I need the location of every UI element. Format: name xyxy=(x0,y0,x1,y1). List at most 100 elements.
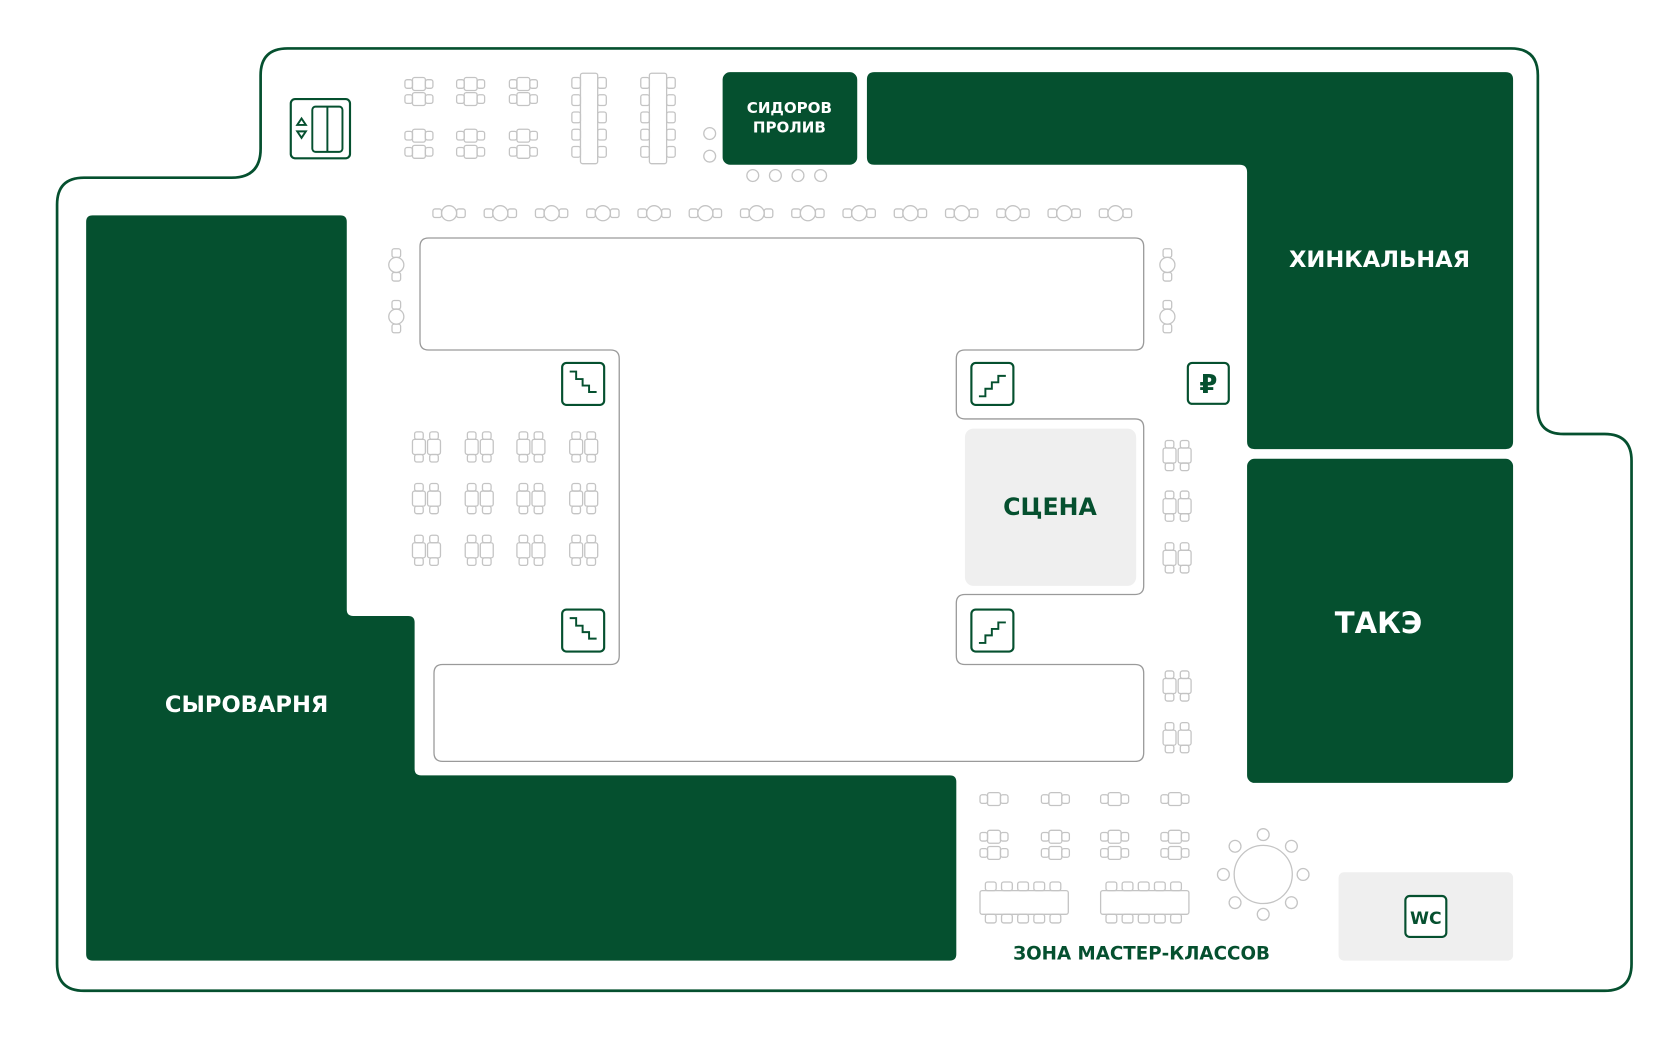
table xyxy=(986,791,1002,807)
chair xyxy=(739,208,750,219)
stage[interactable] xyxy=(964,428,1137,586)
chair xyxy=(1047,208,1058,219)
table xyxy=(1177,497,1192,515)
chair xyxy=(1179,439,1190,449)
chair xyxy=(391,299,402,310)
chair xyxy=(586,208,596,219)
stairs-down-icon xyxy=(561,608,606,653)
chair xyxy=(586,534,597,544)
chair xyxy=(413,453,424,463)
chair xyxy=(1180,794,1190,805)
chair xyxy=(529,146,539,157)
chair xyxy=(1099,831,1109,842)
table xyxy=(411,542,427,559)
table xyxy=(479,438,494,456)
round-table xyxy=(594,205,612,222)
chair xyxy=(571,453,582,463)
chair xyxy=(518,482,529,492)
chair xyxy=(665,111,676,124)
chair xyxy=(1179,721,1190,731)
chair xyxy=(665,76,676,89)
chair xyxy=(1164,692,1175,702)
chair xyxy=(571,128,582,141)
venue-khinkalnaya[interactable] xyxy=(866,72,1514,450)
chair xyxy=(429,453,439,463)
chair xyxy=(1164,439,1175,449)
table xyxy=(1162,497,1177,515)
chair xyxy=(640,76,651,89)
chair xyxy=(429,482,439,492)
chair xyxy=(1121,913,1134,924)
round-table xyxy=(1233,844,1293,905)
round-table xyxy=(440,205,458,222)
table xyxy=(1167,845,1183,861)
chair xyxy=(455,146,465,157)
table xyxy=(1177,677,1192,695)
chair xyxy=(391,271,402,282)
chair xyxy=(508,94,518,105)
chair xyxy=(1256,907,1270,921)
chair xyxy=(597,145,607,158)
gallery-outline xyxy=(419,237,1145,763)
chair xyxy=(893,208,904,219)
chair xyxy=(466,505,477,515)
round-table xyxy=(645,205,663,222)
table xyxy=(426,542,442,559)
round-table xyxy=(1056,205,1073,222)
chair xyxy=(455,79,465,89)
chair xyxy=(1017,881,1030,892)
table xyxy=(411,76,427,92)
ruble-icon: ₽ xyxy=(1186,361,1230,405)
chair xyxy=(1164,670,1175,680)
chair xyxy=(476,79,486,89)
table xyxy=(516,490,531,507)
chair xyxy=(404,130,414,141)
table xyxy=(1162,729,1177,746)
chair xyxy=(1098,208,1109,219)
chair xyxy=(712,208,723,219)
chair xyxy=(413,431,424,441)
venue-take[interactable] xyxy=(1247,458,1514,783)
chair xyxy=(571,557,582,567)
chair xyxy=(424,94,434,105)
venue-syrovarnya-label: СЫРОВАРНЯ xyxy=(165,692,328,718)
round-table xyxy=(697,205,714,222)
table xyxy=(584,490,599,507)
chair xyxy=(1017,913,1030,924)
chair xyxy=(1164,542,1175,551)
chair xyxy=(1033,881,1046,892)
venue-take-label: ТАКЭ xyxy=(1335,606,1422,640)
table xyxy=(516,144,531,159)
chair xyxy=(1164,721,1175,731)
chair xyxy=(429,534,439,544)
chair xyxy=(999,847,1009,858)
chair xyxy=(1040,831,1050,842)
table xyxy=(1162,549,1177,567)
table xyxy=(516,91,531,107)
chair xyxy=(1169,913,1183,924)
chair xyxy=(508,146,518,157)
table xyxy=(1167,829,1183,844)
chair xyxy=(424,130,434,141)
chair xyxy=(533,557,544,567)
chair xyxy=(1160,831,1170,842)
chair xyxy=(1179,744,1190,754)
chair xyxy=(1099,794,1109,805)
table xyxy=(1048,829,1063,844)
chair xyxy=(1120,847,1130,858)
chair xyxy=(1216,867,1230,882)
chair xyxy=(944,208,955,219)
chair xyxy=(1121,881,1134,892)
venue-syrovarnya[interactable] xyxy=(86,215,957,961)
chair xyxy=(391,248,402,259)
venue-sidorov-proliv[interactable] xyxy=(722,72,858,165)
chair xyxy=(1160,794,1170,805)
chair xyxy=(866,208,876,219)
table xyxy=(516,542,531,559)
chair xyxy=(571,534,582,544)
chair xyxy=(533,453,544,463)
table xyxy=(1162,447,1177,464)
cashier-label: ₽ xyxy=(1199,370,1217,400)
table xyxy=(479,542,494,559)
chair xyxy=(665,128,676,141)
